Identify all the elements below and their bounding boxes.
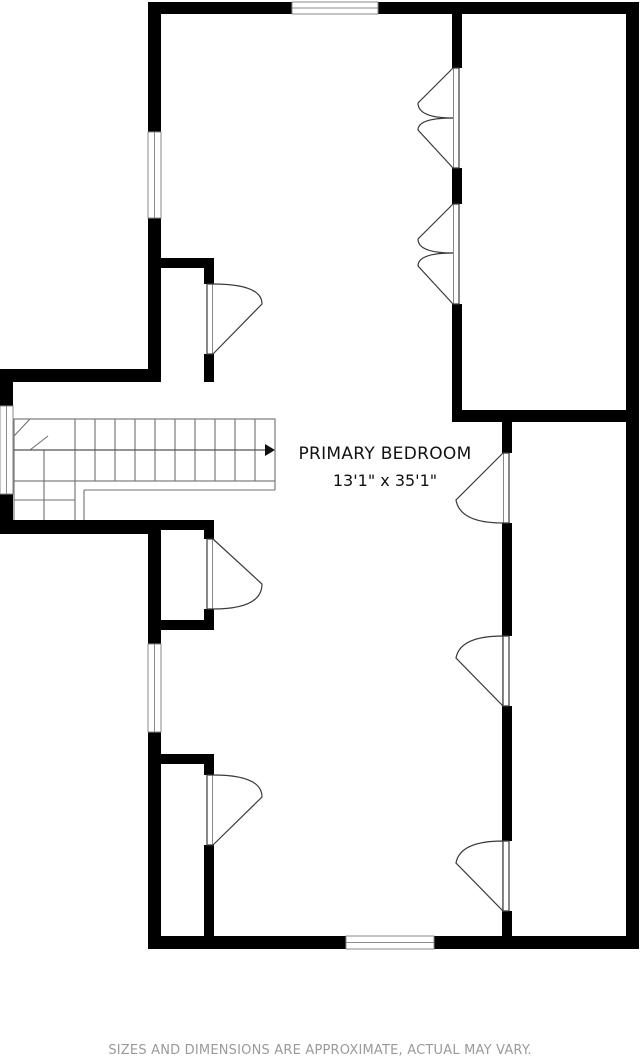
room-name: PRIMARY BEDROOM xyxy=(298,444,471,464)
wall-top xyxy=(148,2,639,14)
door-lower-closet-2 xyxy=(455,635,512,708)
disclaimer-text: SIZES AND DIMENSIONS ARE APPROXIMATE, AC… xyxy=(108,1043,532,1058)
wall-closet3-right xyxy=(204,754,214,949)
window-bottom xyxy=(345,935,435,950)
window-left-upper xyxy=(147,131,162,219)
door-lower-closet-3 xyxy=(455,840,512,913)
wall-closet2-top xyxy=(148,520,214,530)
wall-bump-bottom xyxy=(0,520,161,534)
wall-bump-top xyxy=(0,369,161,382)
window-left-lower xyxy=(147,643,162,733)
walls xyxy=(0,2,639,949)
wall-left-lower xyxy=(148,520,161,949)
wall-right xyxy=(626,2,639,949)
wall-closet1-top xyxy=(148,258,214,268)
wall-closet2-bottom xyxy=(148,620,214,630)
windows xyxy=(0,1,435,950)
door-closet-3 xyxy=(204,774,263,846)
door-walkin-1 xyxy=(417,67,462,169)
door-closet-1 xyxy=(204,283,263,355)
door-walkin-2 xyxy=(417,203,462,305)
wall-closet3-top xyxy=(148,754,214,764)
window-top xyxy=(291,1,379,15)
window-stair xyxy=(0,405,14,495)
wall-closet-divider xyxy=(452,410,639,422)
doors xyxy=(204,67,512,913)
door-lower-closet-1 xyxy=(455,452,512,524)
door-closet-2 xyxy=(204,538,263,610)
staircase xyxy=(13,418,276,520)
stair-arrow-icon xyxy=(265,444,275,456)
room-dimensions: 13'1" x 35'1" xyxy=(333,471,437,490)
